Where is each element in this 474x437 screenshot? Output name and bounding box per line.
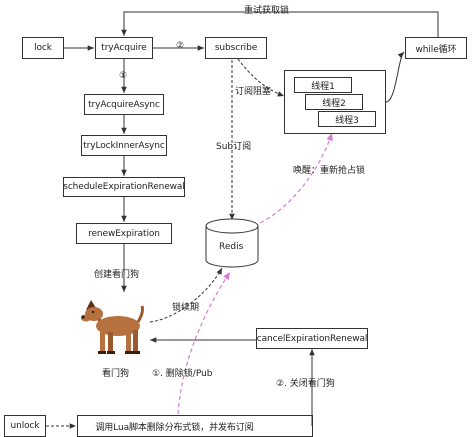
edge-threads-while bbox=[385, 51, 405, 103]
edge-while-retry bbox=[121, 11, 439, 37]
label-wake-up: 唤醒：重新抢占锁 bbox=[293, 166, 366, 176]
label-delete-lock-pub: ①. 删除锁/Pub bbox=[152, 369, 213, 379]
node-cancel-expiration-renewal-label: cancelExpirationRenewal bbox=[256, 333, 368, 344]
node-redis-label: Redis bbox=[219, 242, 244, 252]
node-lock: lock bbox=[22, 37, 64, 59]
redis-cylinder bbox=[205, 218, 259, 268]
edge-subscribe-threads bbox=[237, 58, 285, 97]
label-step-two: ② bbox=[176, 41, 185, 51]
node-cancel-expiration-renewal: cancelExpirationRenewal bbox=[256, 328, 368, 349]
thread-2-label: 线程2 bbox=[322, 98, 346, 109]
node-unlock: unlock bbox=[4, 415, 46, 437]
thread-1-label: 线程1 bbox=[311, 81, 335, 92]
edge-watchdog-redis bbox=[149, 267, 223, 323]
node-lock-label: lock bbox=[34, 43, 52, 53]
edge-lua-redis bbox=[177, 271, 231, 415]
label-watchdog: 看门狗 bbox=[102, 369, 130, 379]
node-unlock-label: unlock bbox=[10, 421, 40, 431]
node-try-acquire-async: tryAcquireAsync bbox=[84, 94, 164, 115]
label-subscribe-block: 订阅阻塞 bbox=[235, 87, 272, 97]
node-subscribe-label: subscribe bbox=[214, 43, 258, 53]
node-schedule-expiration-renewal-label: scheduleExpirationRenewal bbox=[63, 182, 185, 192]
node-renew-expiration: renewExpiration bbox=[76, 223, 172, 244]
node-try-lock-inner-async-label: tryLockInnerAsync bbox=[83, 140, 165, 151]
node-try-acquire-label: tryAcquire bbox=[101, 43, 147, 53]
label-sub-subscribe: Sub订阅 bbox=[216, 142, 252, 152]
lua-box-border-extension bbox=[271, 415, 313, 437]
node-subscribe: subscribe bbox=[205, 37, 267, 59]
node-try-lock-inner-async: tryLockInnerAsync bbox=[81, 135, 167, 156]
node-renew-expiration-label: renewExpiration bbox=[88, 228, 160, 239]
label-renew-lease: 锁续期 bbox=[172, 303, 200, 313]
node-try-acquire: tryAcquire bbox=[95, 37, 153, 59]
label-retry-acquire: 重试获取锁 bbox=[244, 6, 290, 16]
node-while-loop: while循环 bbox=[405, 37, 467, 59]
edge-redis-wakeup bbox=[253, 132, 333, 227]
node-lua-delete-publish: 调用Lua脚本删除分布式锁，并发布订阅 bbox=[77, 415, 271, 437]
thread-3: 线程3 bbox=[318, 111, 376, 127]
watchdog-icon bbox=[81, 300, 144, 354]
node-while-loop-label: while循环 bbox=[415, 44, 457, 55]
label-create-watchdog: 创建看门狗 bbox=[94, 270, 140, 280]
thread-1: 线程1 bbox=[294, 77, 352, 93]
node-schedule-expiration-renewal: scheduleExpirationRenewal bbox=[63, 177, 185, 197]
node-lua-delete-publish-label: 调用Lua脚本删除分布式锁，并发布订阅 bbox=[95, 422, 254, 433]
node-try-acquire-async-label: tryAcquireAsync bbox=[88, 99, 160, 110]
thread-2: 线程2 bbox=[305, 94, 363, 110]
label-step-one: ① bbox=[119, 71, 128, 81]
thread-3-label: 线程3 bbox=[335, 115, 359, 126]
label-close-watchdog: ②. 关闭看门狗 bbox=[276, 379, 335, 389]
